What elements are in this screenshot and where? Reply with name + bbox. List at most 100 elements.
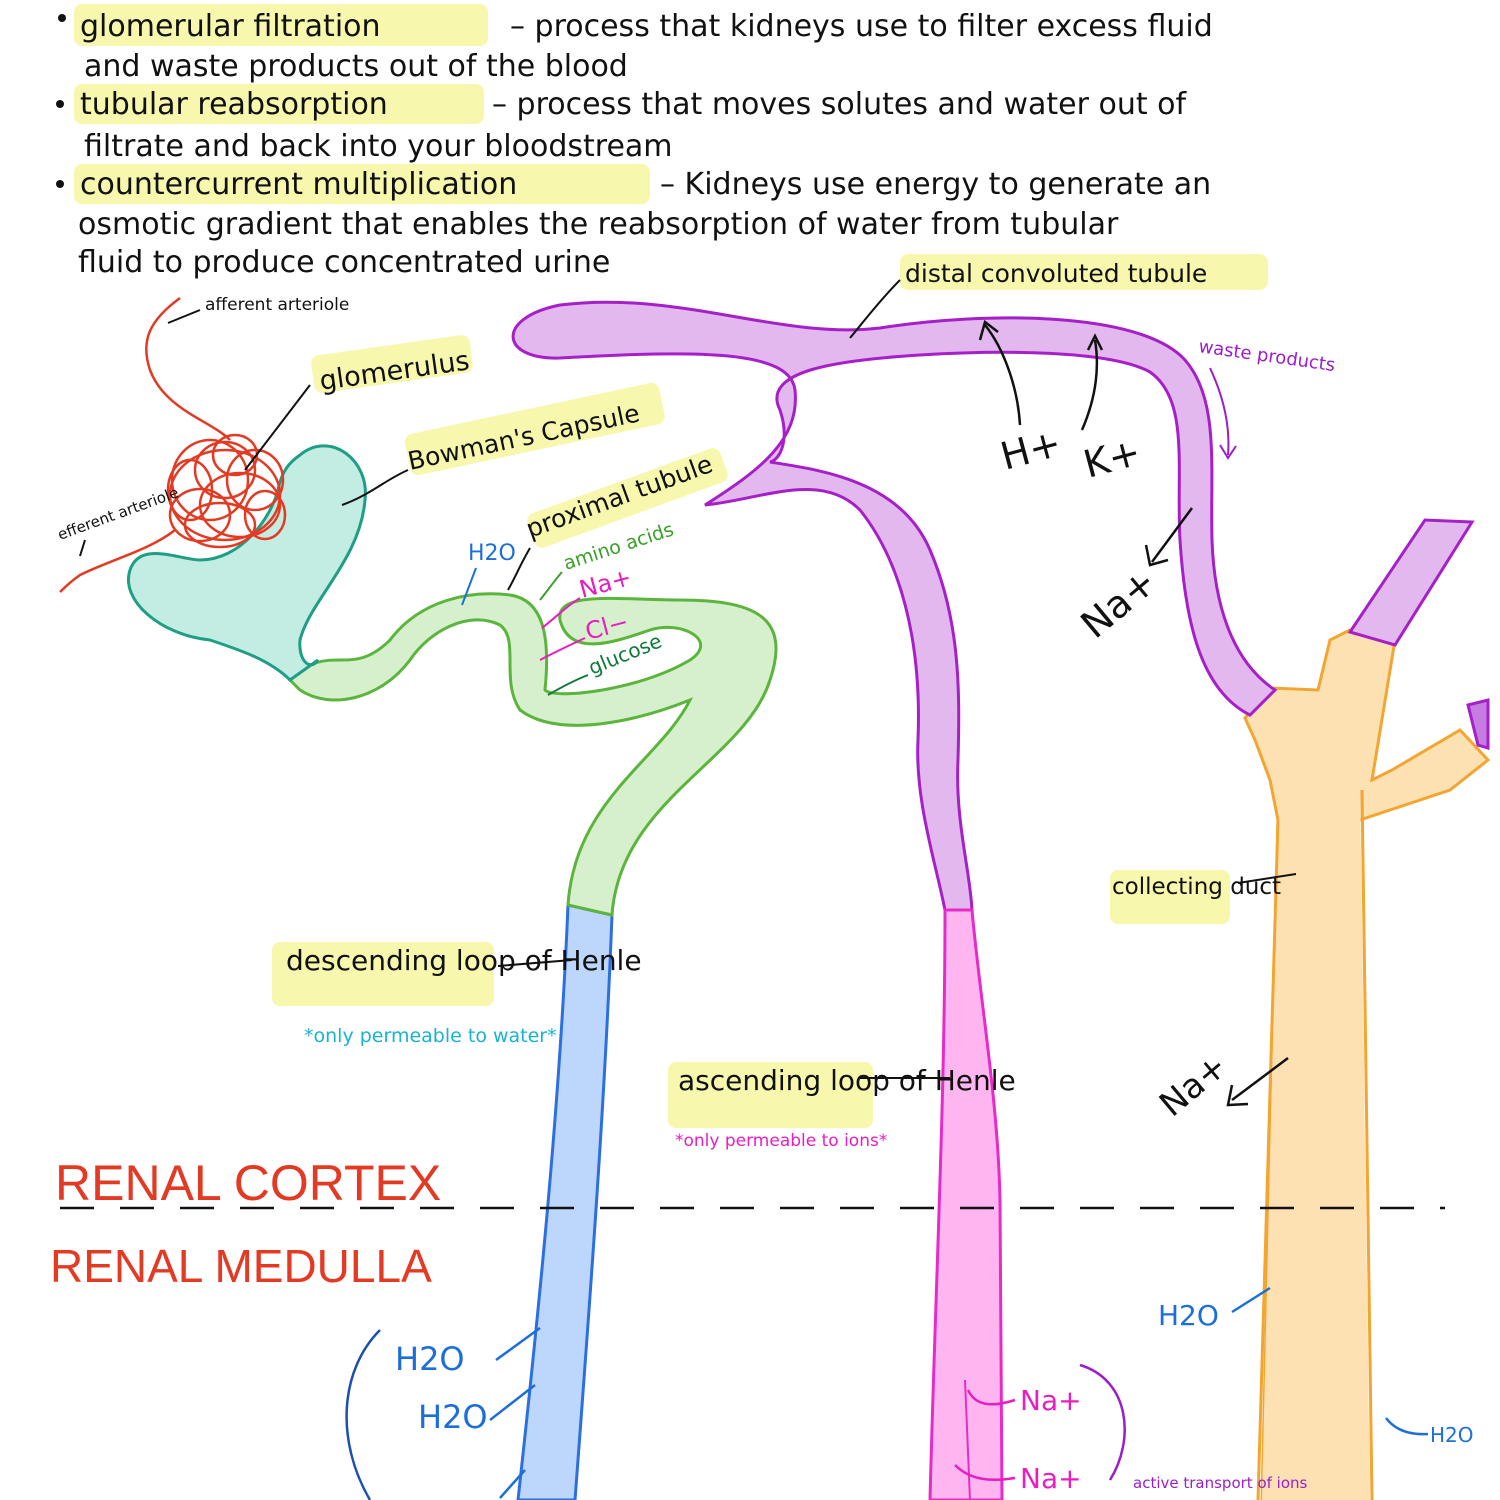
ascending-inner-line xyxy=(964,1379,971,1500)
descending-h2o-3-arrow xyxy=(499,1469,526,1499)
distal-label: distal convoluted tubule xyxy=(905,259,1207,288)
efferent-arteriole-vessel xyxy=(59,529,176,593)
waste-arrow-head xyxy=(1219,444,1237,460)
distal-na-arrow-head xyxy=(1144,544,1169,567)
term-countercurrent: countercurrent multiplication xyxy=(80,167,517,202)
renal-medulla-label: RENAL MEDULLA xyxy=(50,1240,432,1292)
collecting-duct-left-wall xyxy=(1256,819,1280,1500)
distal-na-label: Na+ xyxy=(1073,559,1165,646)
def-glomerular-filtration: – process that kidneys use to filter exc… xyxy=(510,9,1213,44)
afferent-label: afferent arteriole xyxy=(205,295,349,315)
descending-pointer xyxy=(497,959,573,967)
descending-label: descending loop of Henle xyxy=(286,944,642,977)
ascending-label: ascending loop of Henle xyxy=(678,1064,1016,1097)
collecting-pointer xyxy=(1237,873,1297,884)
h-label: H+ xyxy=(996,421,1066,479)
k-arrow-head xyxy=(1086,333,1104,351)
descending-h2o-2: H2O xyxy=(418,1398,488,1436)
term-tubular-reabsorption: tubular reabsorption xyxy=(80,87,388,122)
ascending-na-2: Na+ xyxy=(1020,1462,1082,1495)
proximal-label-highlight xyxy=(527,448,728,548)
distal-pointer xyxy=(849,279,901,339)
glucose-arrow xyxy=(547,674,589,696)
descending-limb-shape xyxy=(516,903,614,1500)
afferent-arteriole-vessel xyxy=(145,296,231,441)
collecting-label: collecting duct xyxy=(1112,874,1281,900)
efferent-label: efferent arteriole xyxy=(55,483,181,543)
distal-convoluted-tubule xyxy=(511,300,1278,912)
collecting-branch-tip xyxy=(1347,518,1475,647)
bullet-3 xyxy=(56,180,64,188)
ascending-na-1: Na+ xyxy=(1020,1384,1082,1417)
collecting-na-arrow xyxy=(1231,1057,1289,1101)
afferent-pointer xyxy=(167,309,201,324)
collecting-branch-tip-2 xyxy=(1466,698,1490,751)
h-arrow xyxy=(984,324,1022,426)
proximal-tubule-shape xyxy=(287,592,778,917)
amino-arrow xyxy=(539,571,563,601)
renal-cortex-label: RENAL CORTEX xyxy=(55,1155,441,1211)
collecting-duct-right-wall xyxy=(1360,789,1374,1500)
def-countercurrent-3: fluid to produce concentrated urine xyxy=(78,245,610,280)
proximal-tubule xyxy=(287,592,778,917)
collecting-duct xyxy=(1243,518,1491,1500)
proximal-label: proximal tubule xyxy=(522,449,716,543)
descending-h2o-2-arrow xyxy=(489,1384,536,1421)
highlight-1 xyxy=(74,4,488,46)
ascending-limb-shape xyxy=(928,908,1004,1500)
bullet-1 xyxy=(58,14,66,22)
distal-tubule-shape xyxy=(511,300,1278,912)
efferent-pointer xyxy=(79,539,86,557)
collecting-label-highlight xyxy=(1110,870,1230,924)
glomerulus-pointer xyxy=(244,384,311,471)
def-countercurrent: – Kidneys use energy to generate an xyxy=(660,167,1211,202)
descending-h2o-1-arrow xyxy=(495,1326,541,1362)
proximal-na-arrow xyxy=(541,597,581,629)
k-arrow xyxy=(1080,339,1099,431)
collecting-h2o-left-arrow xyxy=(1231,1286,1271,1314)
ascending-limb xyxy=(928,908,1004,1500)
waste-arrow xyxy=(1209,367,1230,456)
bullet-2 xyxy=(56,100,64,108)
h-arrow-head xyxy=(978,319,999,341)
ascending-bracket xyxy=(1079,1363,1126,1481)
ascending-na-1-arrow xyxy=(966,1389,1016,1406)
waste-label: waste products xyxy=(1197,336,1336,376)
collecting-duct-body xyxy=(1262,790,1370,1500)
descending-limb xyxy=(516,903,614,1500)
collecting-h2o-right-arrow xyxy=(1385,1417,1429,1436)
definitions: glomerular filtration – process that kid… xyxy=(56,4,1213,280)
highlight-3 xyxy=(74,164,650,204)
proximal-pointer xyxy=(507,547,531,591)
collecting-h2o-left: H2O xyxy=(1158,1299,1219,1332)
collecting-h2o-right: H2O xyxy=(1430,1423,1474,1447)
k-label: K+ xyxy=(1079,430,1145,487)
proximal-h2o: H2O xyxy=(468,541,516,566)
def-glomerular-filtration-2: and waste products out of the blood xyxy=(84,49,628,84)
descending-h2o-1: H2O xyxy=(395,1340,465,1378)
labels: afferent arteriole efferent arteriole gl… xyxy=(50,254,1445,1492)
bowman-pointer xyxy=(341,469,409,506)
def-countercurrent-2: osmotic gradient that enables the reabso… xyxy=(78,207,1119,242)
collecting-na-arrow-head xyxy=(1226,1084,1249,1107)
active-transport-label: active transport of ions xyxy=(1133,1474,1308,1492)
proximal-cl-arrow xyxy=(539,637,586,661)
highlight-2 xyxy=(74,84,484,124)
term-glomerular-filtration: glomerular filtration xyxy=(80,9,381,44)
glomerulus-label-highlight xyxy=(311,335,473,393)
def-tubular-reabsorption-2: filtrate and back into your bloodstream xyxy=(84,129,673,164)
ascending-label-highlight xyxy=(668,1062,873,1128)
glomerulus-tangle xyxy=(166,433,287,549)
distal-label-highlight xyxy=(900,254,1268,290)
ascending-note: *only permeable to ions* xyxy=(675,1131,887,1151)
descending-note: *only permeable to water* xyxy=(304,1025,557,1047)
descending-bracket xyxy=(345,1329,381,1500)
def-tubular-reabsorption: – process that moves solutes and water o… xyxy=(492,87,1187,122)
distal-na-arrow xyxy=(1150,507,1194,563)
bowman-label-highlight xyxy=(404,382,665,476)
descending-label-highlight xyxy=(272,942,494,1006)
glomerulus xyxy=(59,296,287,593)
proximal-h2o-arrow xyxy=(461,567,477,606)
